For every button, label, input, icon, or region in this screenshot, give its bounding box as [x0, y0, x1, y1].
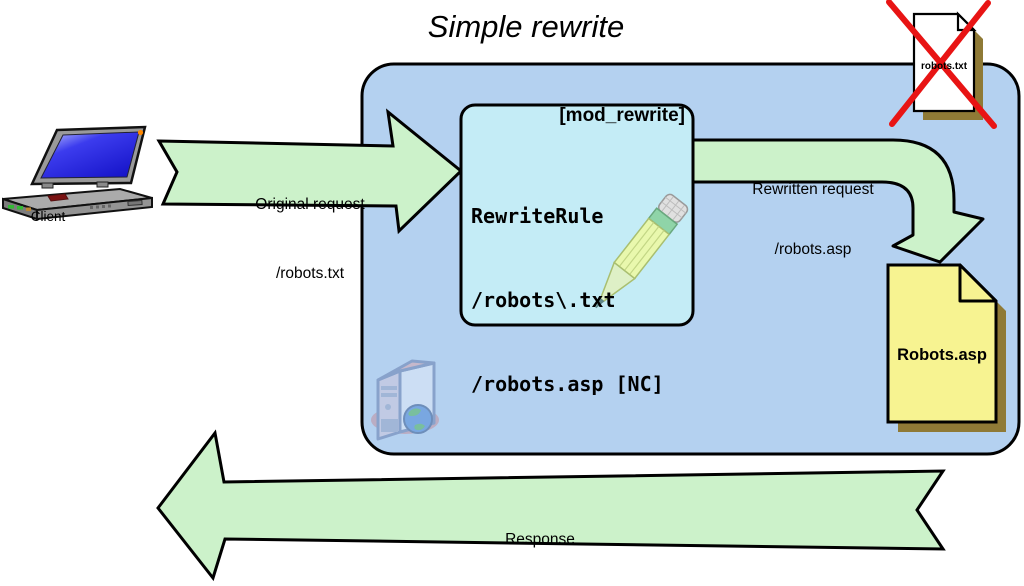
- rewritten-request-label: Rewritten request /robots.asp: [752, 181, 874, 258]
- code-line-1: RewriteRule: [471, 204, 604, 228]
- rewrite-rule-code: RewriteRule /robots\.txt /robots.asp [NC…: [471, 146, 664, 426]
- power-led: [137, 129, 144, 136]
- pencil-icon: [595, 193, 689, 309]
- code-line-3: /robots.asp [NC]: [471, 372, 664, 396]
- vent-dots: [90, 204, 111, 209]
- rewritten-request-arrow: [691, 138, 985, 264]
- original-request-label: Original request /robots.txt: [255, 196, 365, 282]
- response-label: Response Content of robots.asp: [505, 531, 575, 548]
- response-arrow: [156, 429, 946, 582]
- status-leds: [8, 205, 31, 211]
- diagram-title: Simple rewrite: [427, 9, 625, 44]
- red-cross-icon: [886, 0, 997, 129]
- robots-txt-label: robots.txt: [920, 61, 968, 72]
- code-line-2: /robots\.txt: [471, 288, 616, 312]
- mod-rewrite-header: [mod_rewrite]: [559, 105, 685, 126]
- robots-asp-label: Robots.asp: [897, 346, 987, 364]
- touchpad: [47, 193, 69, 202]
- client-label: Client: [30, 209, 66, 224]
- globe-icon: [403, 404, 433, 434]
- client-laptop-icon: [1, 125, 153, 221]
- web-server-icon: [371, 359, 439, 441]
- robots-asp-document-icon: [886, 263, 1006, 432]
- original-request-arrow: [156, 108, 464, 235]
